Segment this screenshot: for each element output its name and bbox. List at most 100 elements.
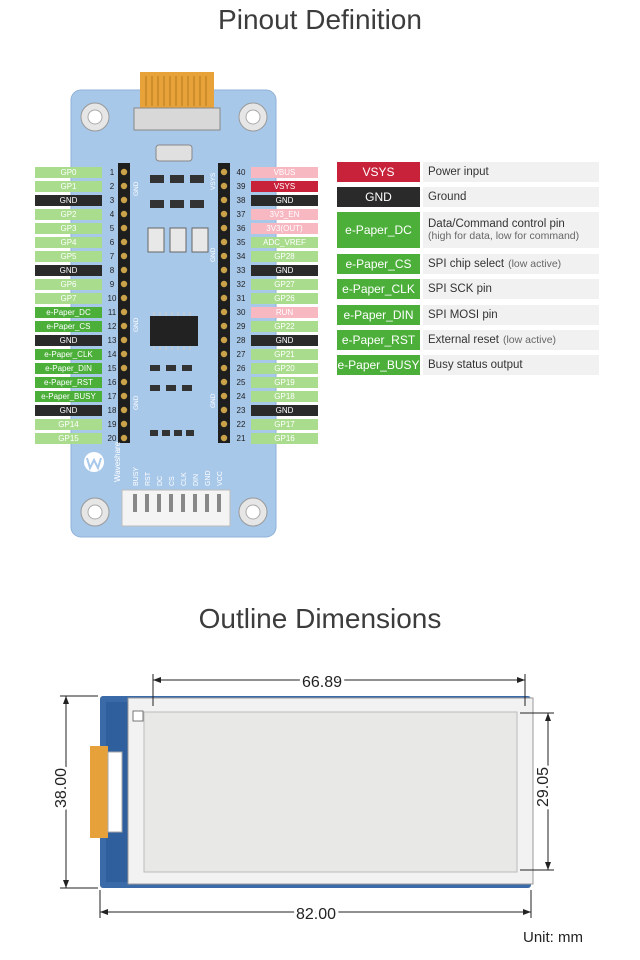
- definition-badge: e-Paper_CLK: [337, 279, 420, 299]
- pin-row: GND 18: [35, 404, 122, 416]
- pin-label: GP4: [35, 236, 102, 248]
- definition-text: Power input: [428, 166, 489, 178]
- pin-row: 32 GP27: [231, 278, 318, 290]
- side-label-right-2: GND: [210, 247, 217, 262]
- pin-number: 18: [107, 405, 117, 415]
- unit-label: Unit: mm: [523, 929, 583, 946]
- definition-description: SPI MOSI pin: [423, 305, 599, 325]
- pin-label: GP7: [35, 292, 102, 304]
- connector-label: DIN: [193, 474, 200, 486]
- pin-number: 5: [109, 223, 115, 233]
- definition-badge: e-Paper_RST: [337, 330, 420, 350]
- definition-text: Busy status output: [428, 359, 523, 371]
- pin-label: GP26: [251, 292, 318, 304]
- pin-label: GND: [251, 194, 318, 206]
- pin-row: GP4 6: [35, 236, 122, 248]
- definition-description: Power input: [423, 162, 599, 182]
- pin-number: 33: [236, 265, 246, 275]
- right-header: [218, 163, 230, 443]
- pin-number: 16: [107, 377, 117, 387]
- pin-number: 32: [236, 279, 246, 289]
- pin-label: VSYS: [251, 180, 318, 192]
- pin-label: GP17: [251, 418, 318, 430]
- pin-row: 33 GND: [231, 264, 318, 276]
- dim-bottom-label: 82.00: [296, 906, 336, 923]
- pin-number: 25: [236, 377, 246, 387]
- ribbon-cable: [90, 746, 108, 838]
- pin-number: 17: [107, 391, 117, 401]
- pin-number: 13: [107, 335, 117, 345]
- pin-row: GP7 10: [35, 292, 122, 304]
- pin-number: 14: [107, 349, 117, 359]
- pin-label: GND: [251, 264, 318, 276]
- pin-label: GP5: [35, 250, 102, 262]
- pin-number: 36: [236, 223, 246, 233]
- side-label-right-3: GND: [210, 393, 217, 408]
- pin-number: 24: [236, 391, 246, 401]
- pin-row: 24 GP18: [231, 390, 318, 402]
- pin-number: 8: [109, 265, 115, 275]
- definition-row: e-Paper_RST External reset(low active): [337, 330, 599, 350]
- definition-badge: e-Paper_CS: [337, 254, 420, 274]
- connector-label: CS: [169, 476, 176, 486]
- mounting-holes: [80, 102, 268, 527]
- waveshare-logo-icon: [84, 452, 104, 472]
- pin-label: 3V3_EN: [251, 208, 318, 220]
- pin-label: GP27: [251, 278, 318, 290]
- pin-label: GP1: [35, 180, 102, 192]
- usb-port: [155, 144, 193, 162]
- pin-number: 23: [236, 405, 246, 415]
- left-header: [118, 163, 130, 443]
- definition-badge: e-Paper_BUSY: [337, 355, 420, 375]
- definition-description: SPI chip select(low active): [423, 254, 599, 274]
- pin-number: 2: [109, 181, 115, 191]
- definition-text: External reset: [428, 334, 499, 346]
- pin-number: 6: [109, 237, 115, 247]
- pin-row: 22 GP17: [231, 418, 318, 430]
- pin-label: GND: [35, 404, 102, 416]
- definition-line: External reset(low active): [428, 334, 599, 346]
- definition-text: Data/Command control pin: [428, 218, 565, 230]
- definition-badge: e-Paper_DIN: [337, 305, 420, 325]
- pin-number: 15: [107, 363, 117, 373]
- pinout-title: Pinout Definition: [218, 4, 422, 35]
- pin-label: e-Paper_DC: [35, 306, 102, 318]
- pin-number: 19: [107, 419, 117, 429]
- pin-number: 34: [236, 251, 246, 261]
- pin-number: 10: [107, 293, 117, 303]
- pin-number: 29: [236, 321, 246, 331]
- outline-drawing: 66.89 82.00 38.00 29.05: [50, 671, 555, 926]
- definition-row: e-Paper_BUSY Busy status output: [337, 355, 599, 375]
- pin-label: GP18: [251, 390, 318, 402]
- epaper-display-area: [143, 711, 518, 873]
- connector-label: DC: [157, 476, 164, 486]
- pin-number: 1: [109, 167, 115, 177]
- pin-number: 22: [236, 419, 246, 429]
- pin-label: GND: [35, 194, 102, 206]
- pin-label: RUN: [251, 306, 318, 318]
- pin-label: GP16: [251, 432, 318, 444]
- definition-note: (high for data, low for command): [428, 230, 580, 242]
- pin-number: 35: [236, 237, 246, 247]
- connector-label: CLK: [181, 472, 188, 486]
